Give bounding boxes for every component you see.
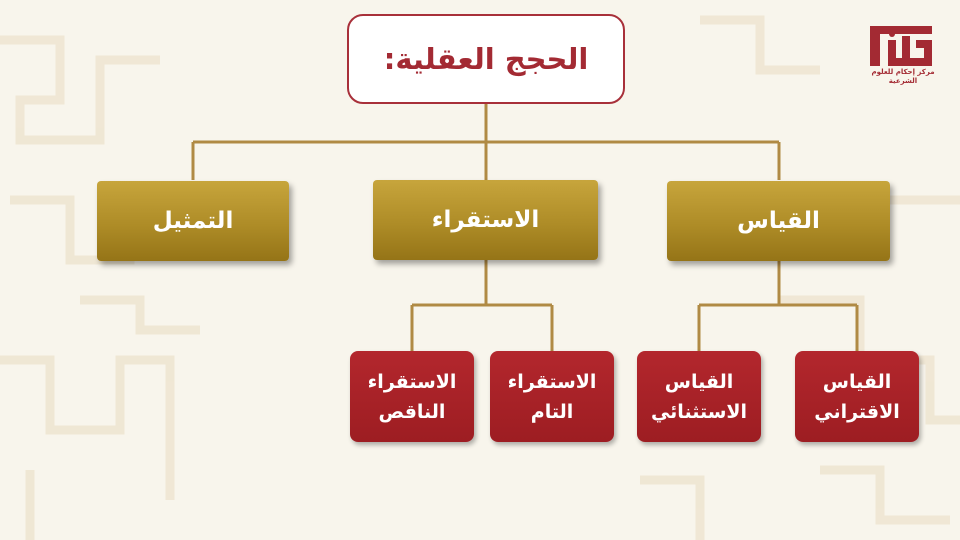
root-node: الحجج العقلية: <box>347 14 625 104</box>
node-qiyas: القياس <box>667 181 890 261</box>
node-tamthil: التمثيل <box>97 181 289 261</box>
node-istiqra-naqis: الاستقراء الناقص <box>350 351 474 442</box>
node-qiyas-istithnai: القياس الاستثنائي <box>637 351 761 442</box>
node-istiqra-tam-label: الاستقراء التام <box>507 370 597 423</box>
node-istiqra-naqis-label: الاستقراء الناقص <box>367 370 457 423</box>
ihkam-logo-icon <box>870 26 932 66</box>
logo-subtitle: مركز إحكام للعلوم الشرعية <box>871 68 935 85</box>
node-qiyas-iqtirani-label: القياس الاقتراني <box>814 370 900 423</box>
node-qiyas-iqtirani: القياس الاقتراني <box>795 351 919 442</box>
root-label: الحجج العقلية: <box>383 42 589 76</box>
node-istiqra-label: الاستقراء <box>431 207 540 233</box>
node-qiyas-istithnai-label: القياس الاستثنائي <box>650 370 748 423</box>
node-qiyas-label: القياس <box>737 208 820 234</box>
node-istiqra-tam: الاستقراء التام <box>490 351 614 442</box>
node-tamthil-label: التمثيل <box>152 208 234 234</box>
node-istiqra: الاستقراء <box>373 180 598 260</box>
